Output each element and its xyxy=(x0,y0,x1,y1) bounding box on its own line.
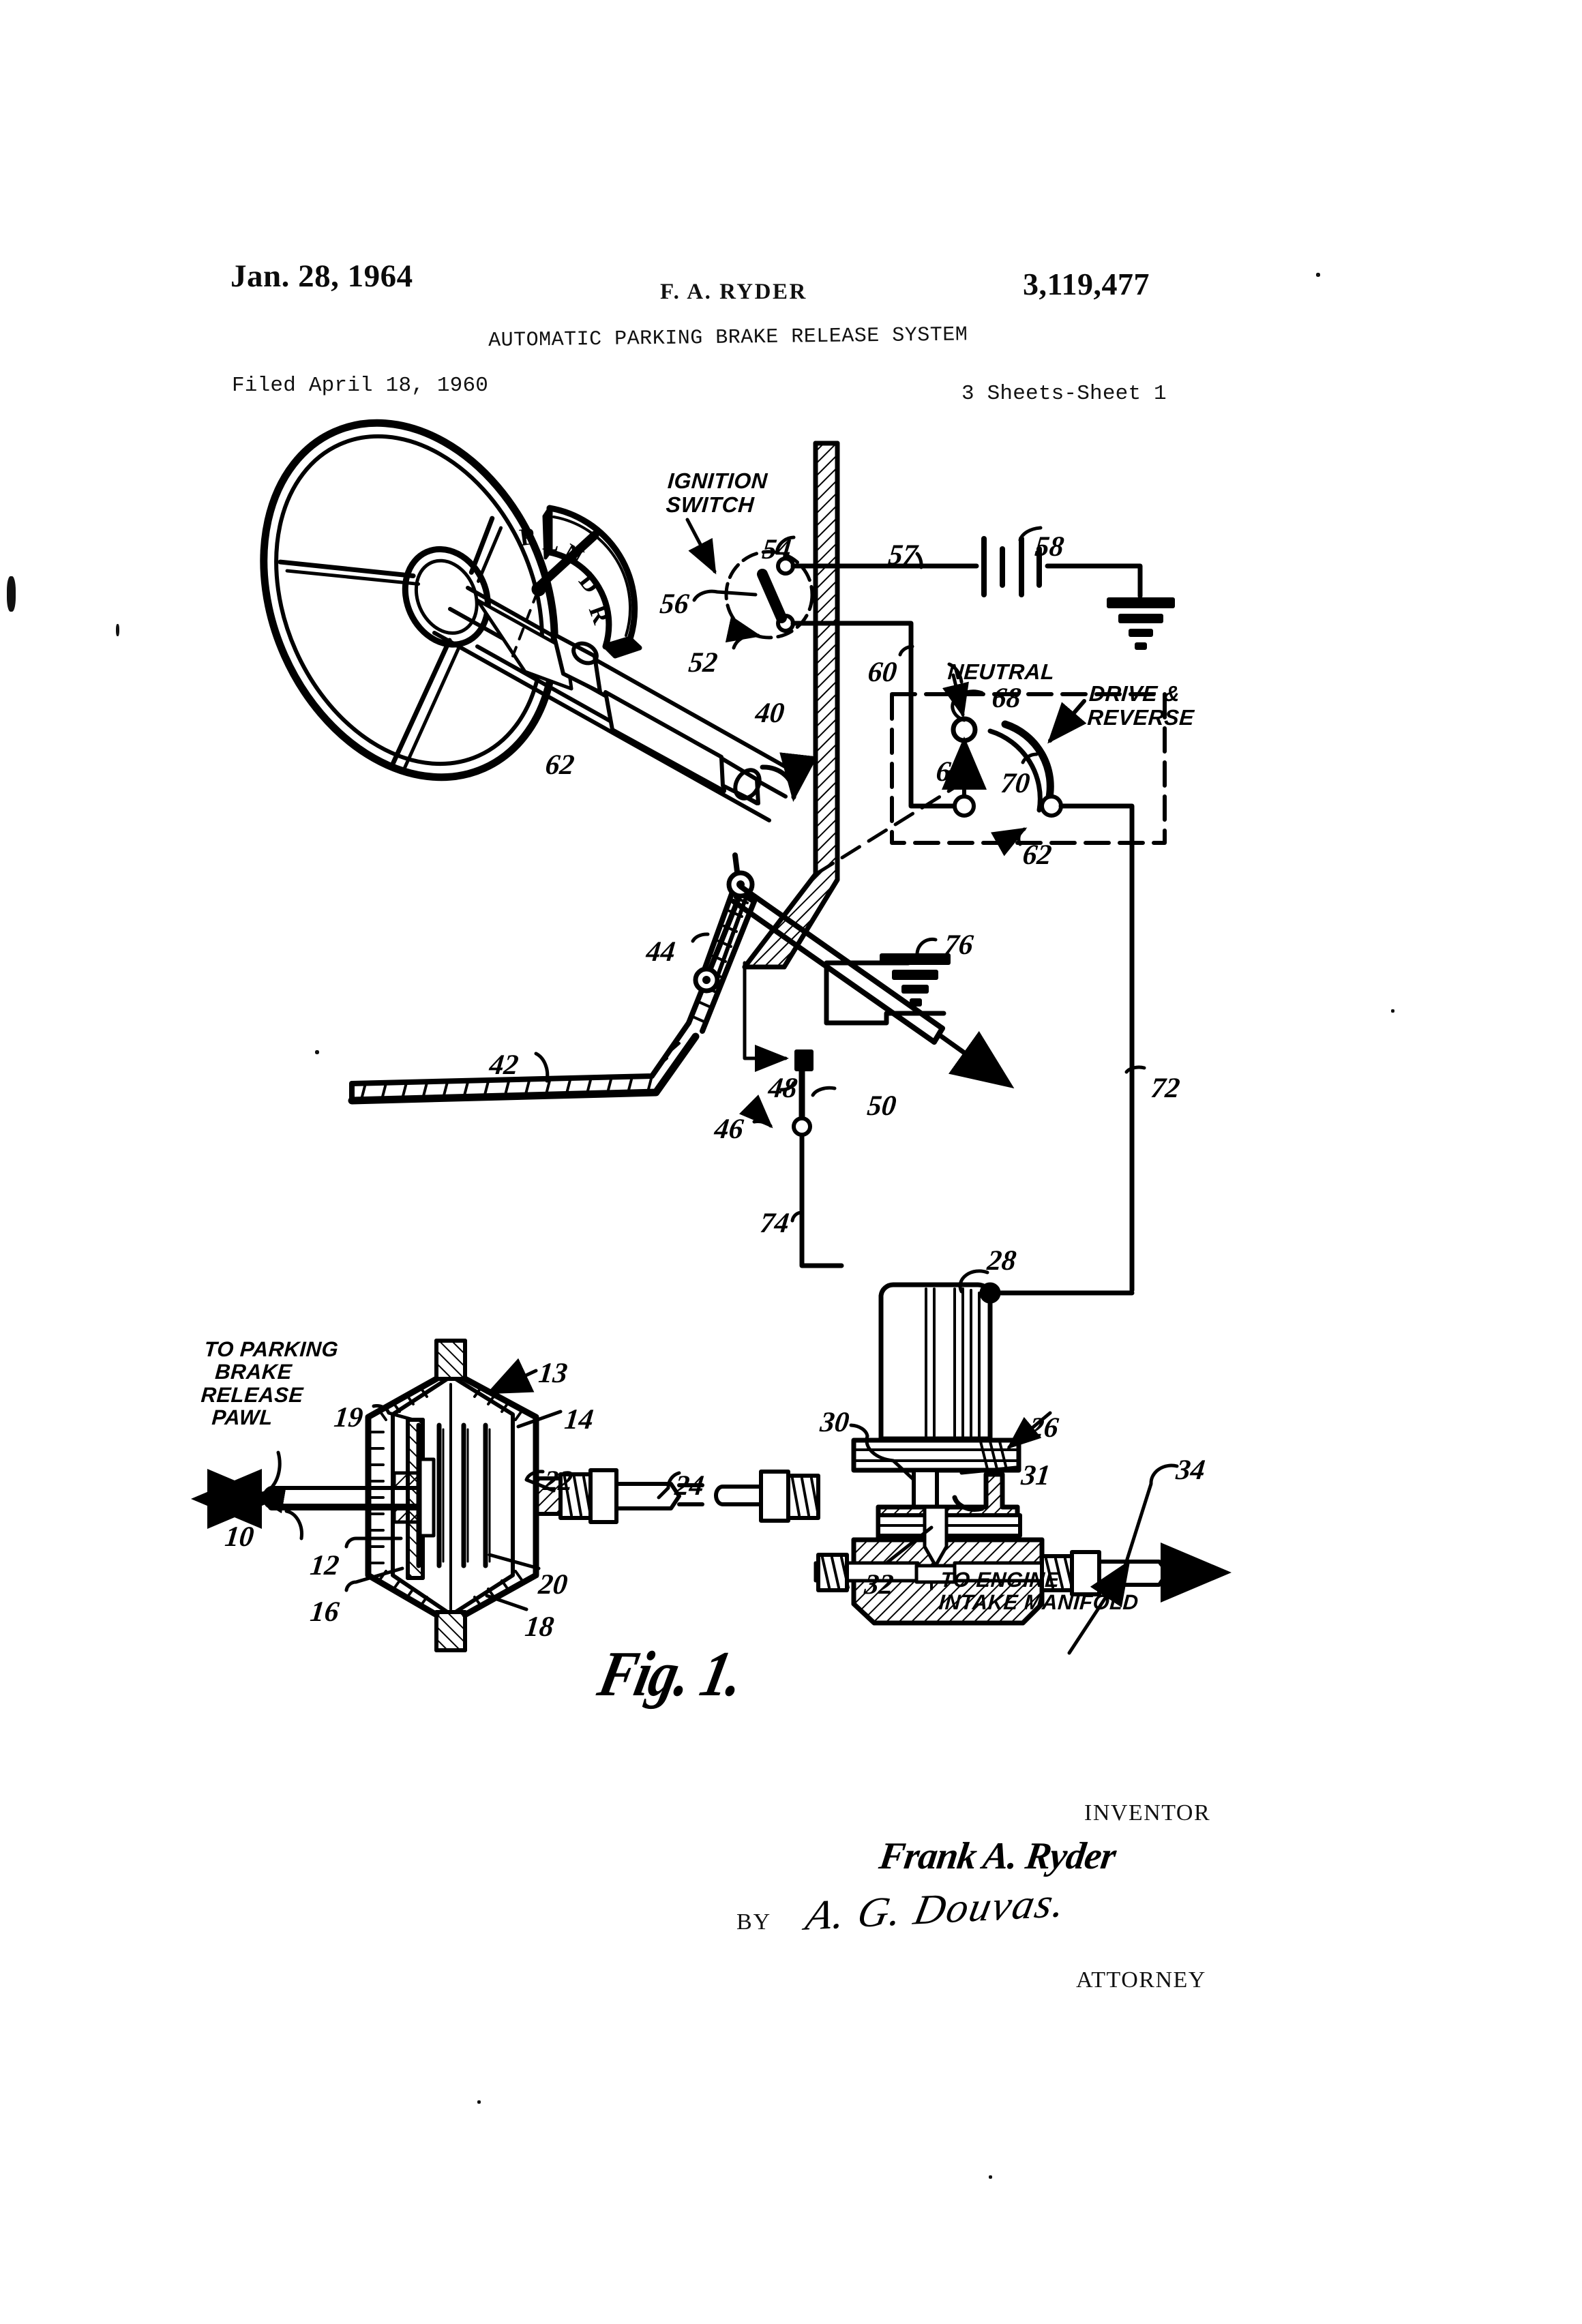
neutral-label: NEUTRAL xyxy=(946,659,1056,684)
reference-numeral-46: 46 xyxy=(713,1114,745,1145)
reference-numeral-44: 44 xyxy=(644,936,677,968)
reference-numeral-62b: 62 xyxy=(1021,839,1054,871)
reference-numeral-34: 34 xyxy=(1174,1455,1207,1486)
attorney-label: ATTORNEY xyxy=(1076,1967,1206,1993)
scan-speck xyxy=(116,624,119,636)
reference-numeral-54: 54 xyxy=(760,534,793,565)
reference-numeral-52: 52 xyxy=(687,647,719,679)
reference-numeral-40: 40 xyxy=(753,698,786,729)
reference-numeral-60: 60 xyxy=(866,657,899,688)
reference-numeral-50: 50 xyxy=(865,1090,898,1122)
reference-numeral-13: 13 xyxy=(537,1358,569,1389)
reference-numeral-30: 30 xyxy=(818,1407,851,1438)
reference-numeral-16: 16 xyxy=(308,1596,341,1628)
publication-date: Jan. 28, 1964 xyxy=(230,258,413,294)
reference-numeral-24: 24 xyxy=(673,1470,706,1502)
scan-speck xyxy=(1316,273,1320,277)
inventor-signature: Frank A. Ryder xyxy=(876,1835,1118,1877)
scan-speck xyxy=(477,2100,481,2104)
reference-numeral-56: 56 xyxy=(658,589,691,620)
reference-numeral-42: 42 xyxy=(488,1049,520,1081)
scan-speck xyxy=(989,2175,992,2179)
reference-numeral-26: 26 xyxy=(1028,1412,1060,1444)
reference-numeral-22: 22 xyxy=(542,1465,575,1497)
scan-artifact-mark xyxy=(7,576,16,612)
by-label: BY xyxy=(736,1909,772,1935)
reference-numeral-10: 10 xyxy=(223,1521,256,1553)
drive-reverse-label: DRIVE & REVERSE xyxy=(1086,681,1195,730)
inventor-header: F. A. RYDER xyxy=(660,280,807,304)
reference-numeral-58: 58 xyxy=(1033,531,1066,563)
reference-numeral-68: 68 xyxy=(990,683,1023,714)
reference-numeral-48: 48 xyxy=(766,1073,799,1104)
reference-numeral-70: 70 xyxy=(999,768,1032,799)
sheet-count: 3 Sheets-Sheet 1 xyxy=(961,382,1167,406)
reference-numeral-12: 12 xyxy=(308,1550,341,1581)
scan-speck xyxy=(315,1050,319,1054)
scan-speck xyxy=(1391,1009,1394,1013)
reference-numeral-62a: 62 xyxy=(543,749,576,781)
gear-quadrant-letter-L: L xyxy=(541,527,561,557)
patent-number: 3,119,477 xyxy=(1023,267,1150,301)
figure-caption: Fig. 1. xyxy=(593,1638,749,1710)
reference-numeral-31: 31 xyxy=(1019,1460,1052,1491)
reference-numeral-14: 14 xyxy=(563,1404,595,1435)
inventor-label: INVENTOR xyxy=(1084,1800,1211,1826)
ignition-switch-label: IGNITION SWITCH xyxy=(665,468,768,517)
reference-numeral-57: 57 xyxy=(886,539,919,571)
reference-numeral-72: 72 xyxy=(1149,1073,1182,1104)
filing-date: Filed April 18, 1960 xyxy=(232,374,489,398)
reference-numeral-74: 74 xyxy=(758,1208,791,1239)
reference-numeral-32: 32 xyxy=(863,1569,895,1600)
reference-numeral-19: 19 xyxy=(332,1402,365,1433)
reference-numeral-28: 28 xyxy=(985,1245,1018,1277)
to-parking-brake-label: TO PARKING BRAKE RELEASE PAWL xyxy=(198,1337,340,1430)
reference-numeral-18: 18 xyxy=(523,1611,556,1643)
reference-numeral-76: 76 xyxy=(942,929,975,961)
to-engine-manifold-label: TO ENGINE INTAKE MANIFOLD xyxy=(938,1568,1139,1615)
reference-numeral-66: 66 xyxy=(934,756,967,788)
reference-numeral-20: 20 xyxy=(537,1569,569,1600)
